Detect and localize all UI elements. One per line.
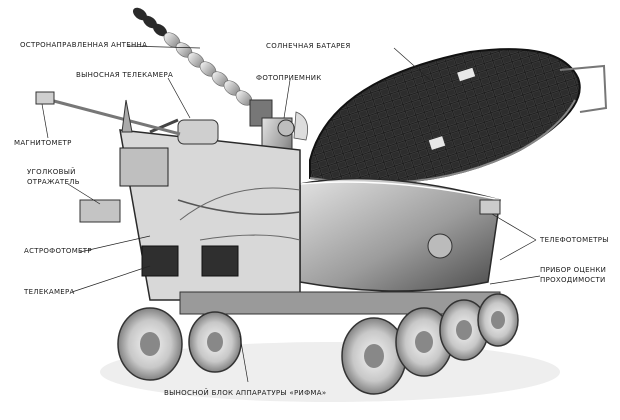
front-frame: [79, 118, 301, 301]
label-corner-reflector-line1: УГОЛКОВЫЙ: [27, 168, 76, 176]
instrument-compartment: [299, 177, 501, 292]
label-telephotometers: ТЕЛЕФОТОМЕТРЫ: [540, 236, 609, 244]
wheels: [117, 293, 519, 395]
antenna: [132, 7, 273, 127]
solar-panel: [309, 48, 608, 185]
wheel: [341, 317, 407, 395]
label-rifma-unit: ВЫНОСНОЙ БЛОК АППАРАТУРЫ «РИФМА»: [164, 389, 327, 397]
label-astrophotometer: АСТРОФОТОМЕТР: [24, 247, 92, 255]
label-magnetometer: МАГНИТОМЕТР: [14, 139, 72, 147]
wheel: [395, 307, 453, 377]
label-passability-line2: ПРОХОДИМОСТИ: [540, 276, 606, 284]
label-photodetector: ФОТОПРИЕМНИК: [256, 74, 322, 82]
magnetometer-boom: [35, 91, 181, 136]
label-passability-line1: ПРИБОР ОЦЕНКИ: [540, 266, 607, 274]
wheel: [477, 293, 519, 347]
label-solar-battery: СОЛНЕЧНАЯ БАТАРЕЯ: [266, 42, 351, 50]
label-remote-camera: ВЫНОСНАЯ ТЕЛЕКАМЕРА: [76, 71, 174, 79]
label-corner-reflector-line2: ОТРАЖАТЕЛЬ: [27, 178, 80, 186]
wheel: [188, 311, 242, 373]
leader-lines: [41, 45, 541, 383]
wheel: [117, 307, 183, 381]
label-antenna: ОСТРОНАПРАВЛЕННАЯ АНТЕННА: [20, 41, 148, 49]
label-telecamera: ТЕЛЕКАМЕРА: [24, 288, 75, 296]
